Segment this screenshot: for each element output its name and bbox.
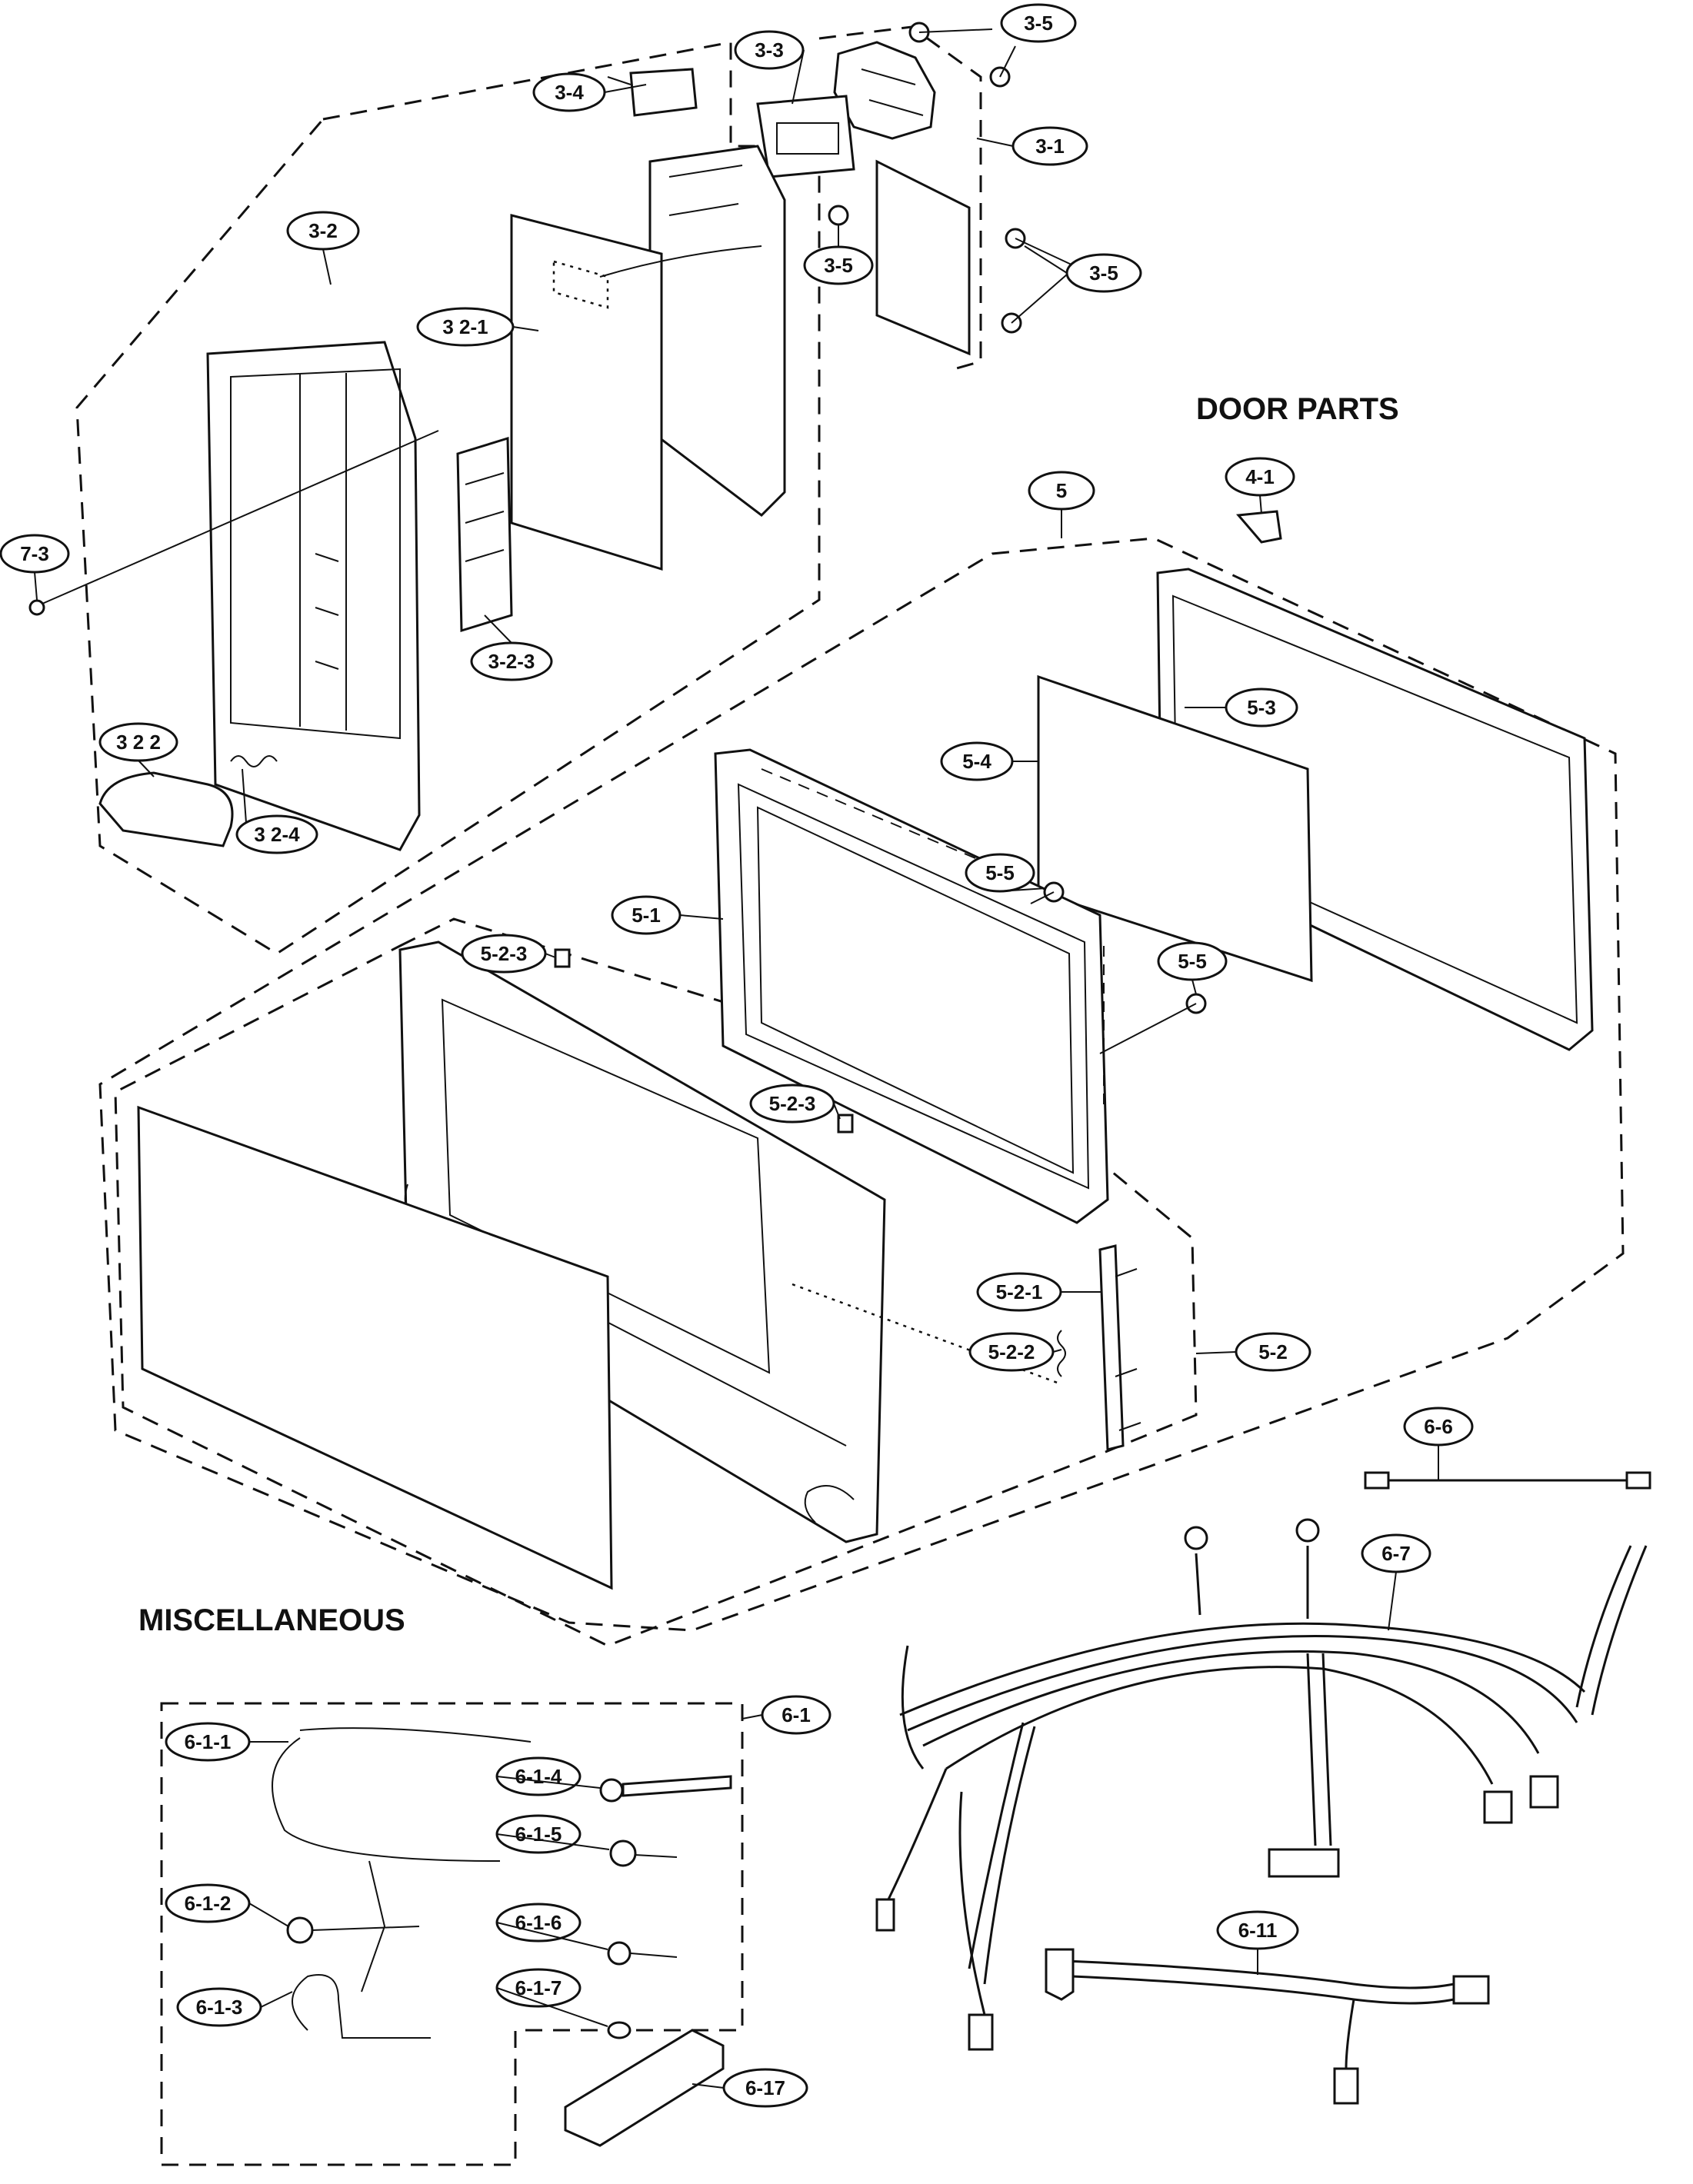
part-label-5: 5 [1028,471,1095,511]
svg-text:6-1-6: 6-1-6 [515,1911,562,1934]
svg-text:5-2-2: 5-2-2 [988,1340,1035,1363]
svg-text:5-2-3: 5-2-3 [481,942,528,965]
part-label-3-2: 3-2 [286,211,360,251]
svg-text:5-5: 5-5 [1178,950,1207,973]
part-label-5-2-3: 5-2-3 [749,1084,835,1124]
part-label-3-5: 3-5 [1065,253,1142,293]
part-label-6-1-4: 6-1-4 [495,1756,582,1796]
part-label-3-2-1: 3 2-1 [416,307,515,347]
svg-text:6-17: 6-17 [745,2076,785,2099]
part-label-5-2-2: 5-2-2 [968,1332,1055,1372]
part-label-3-5: 3-5 [1000,3,1077,43]
part-label-3-2-3: 3-2-3 [470,641,553,681]
part-label-5-5: 5-5 [1157,941,1228,981]
svg-text:5-5: 5-5 [985,861,1015,884]
part-label-7-3: 7-3 [0,534,70,574]
part-label-6-1-1: 6-1-1 [165,1722,251,1762]
part-label-6-17: 6-17 [722,2068,808,2108]
part-label-6-1-2: 6-1-2 [165,1883,251,1923]
part-label-5-2-1: 5-2-1 [976,1272,1062,1312]
svg-text:7-3: 7-3 [20,542,49,565]
part-label-6-1-7: 6-1-7 [495,1968,582,2008]
part-label-5-2: 5-2 [1235,1332,1311,1372]
part-label-6-1-6: 6-1-6 [495,1903,582,1943]
part-label-5-3: 5-3 [1225,687,1298,727]
part-label-3-4: 3-4 [532,72,606,112]
svg-text:3-2: 3-2 [308,219,338,242]
part-label-5-2-3: 5-2-3 [461,934,547,974]
part-label-6-7: 6-7 [1361,1533,1431,1573]
svg-text:5: 5 [1056,479,1067,502]
svg-text:5-1: 5-1 [632,904,661,927]
part-label-3-2-2: 3 2 2 [98,722,178,762]
svg-text:6-1-1: 6-1-1 [185,1730,232,1753]
miscellaneous-heading: MISCELLANEOUS [138,1603,405,1637]
part-label-6-11: 6-11 [1216,1910,1299,1950]
svg-text:6-1-4: 6-1-4 [515,1765,562,1788]
control-panel-group [28,22,1074,955]
svg-text:5-2-1: 5-2-1 [996,1280,1043,1303]
svg-text:5-3: 5-3 [1247,696,1276,719]
part-label-5-5: 5-5 [965,853,1035,893]
part-label-3-3: 3-3 [734,30,805,70]
svg-text:3 2-4: 3 2-4 [254,823,300,846]
part-label-3-2-4: 3 2-4 [235,814,318,854]
part-label-6-1: 6-1 [761,1695,832,1735]
svg-text:3-5: 3-5 [1089,261,1118,285]
door-group [98,510,1625,1647]
misc-group [160,1702,744,2166]
svg-text:5-4: 5-4 [962,750,991,773]
part-label-6-1-5: 6-1-5 [495,1814,582,1854]
part-label-5-1: 5-1 [611,895,682,935]
svg-text:6-6: 6-6 [1424,1415,1453,1438]
wiring-group [875,1471,1651,2105]
svg-text:4-1: 4-1 [1245,465,1275,488]
part-label-6-1-3: 6-1-3 [176,1987,262,2027]
part-label-3-5: 3-5 [803,245,874,285]
svg-text:3-5: 3-5 [1024,12,1053,35]
part-label-3-1: 3-1 [1011,126,1088,166]
svg-text:3-3: 3-3 [755,38,784,62]
svg-text:3-2-3: 3-2-3 [488,650,535,673]
svg-text:3-1: 3-1 [1035,135,1065,158]
door-parts-heading: DOOR PARTS [1196,392,1399,426]
svg-text:5-2-3: 5-2-3 [769,1092,816,1115]
svg-text:6-1-2: 6-1-2 [185,1892,232,1915]
part-label-5-4: 5-4 [940,741,1014,781]
svg-text:3-5: 3-5 [824,254,853,277]
svg-text:6-1-3: 6-1-3 [196,1996,243,2019]
svg-text:5-2: 5-2 [1258,1340,1288,1363]
svg-text:3-4: 3-4 [555,81,584,104]
svg-text:6-7: 6-7 [1381,1542,1411,1565]
svg-text:6-1-7: 6-1-7 [515,1976,562,1999]
svg-text:3 2-1: 3 2-1 [442,315,488,338]
part-label-4-1: 4-1 [1225,457,1295,497]
svg-text:6-11: 6-11 [1238,1919,1278,1942]
part-label-6-6: 6-6 [1403,1407,1474,1447]
svg-text:3 2 2: 3 2 2 [116,731,161,754]
svg-text:6-1: 6-1 [782,1703,811,1726]
